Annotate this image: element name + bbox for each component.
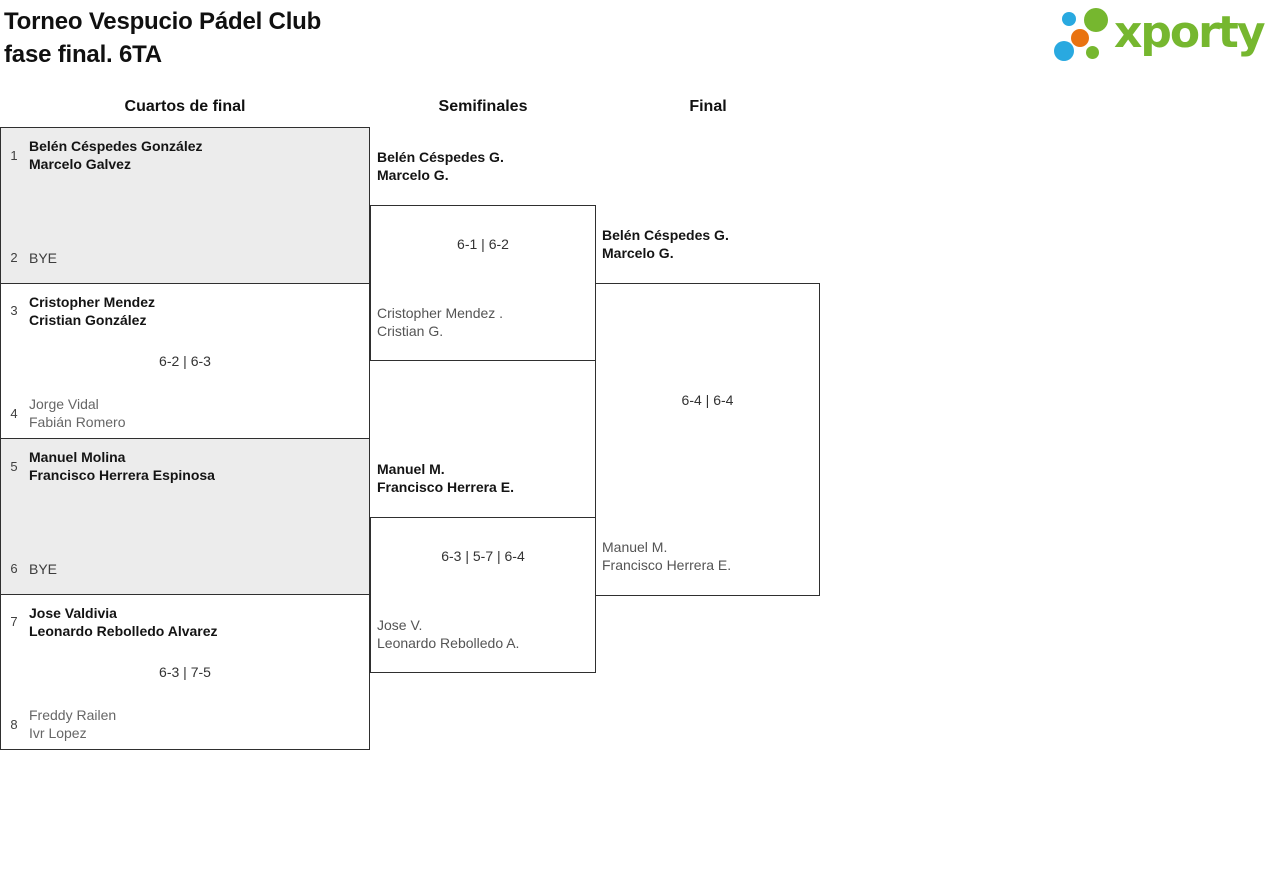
player-name: Manuel Molina bbox=[29, 449, 126, 465]
seed-number: 6 bbox=[10, 561, 18, 576]
player-name: Jose Valdivia bbox=[29, 604, 117, 621]
player-name: Jorge Vidal bbox=[29, 396, 99, 412]
logo-wordmark: xporty bbox=[1114, 7, 1266, 58]
round-header-cuartos: Cuartos de final bbox=[124, 98, 246, 115]
sf1-top-participant: Belén Céspedes G. Marcelo G. bbox=[377, 148, 504, 184]
player-name: Cristopher Mendez bbox=[29, 293, 156, 310]
player-name: Freddy Railen bbox=[29, 707, 117, 723]
round-header-final: Final bbox=[689, 98, 727, 115]
tournament-title: Torneo Vespucio Pádel Club fase final. 6… bbox=[4, 5, 321, 71]
sf2-score: 6-3 | 5-7 | 6-4 bbox=[441, 548, 525, 564]
qf3-bottom-pair: 6 BYE bbox=[7, 551, 363, 587]
player-name: Marcelo G. bbox=[377, 167, 449, 183]
qf-match-4: 7 Jose Valdivia Leonardo Rebolledo Alvar… bbox=[1, 593, 369, 749]
qf-match-2: 3 Cristopher Mendez Cristian González 6-… bbox=[1, 282, 369, 438]
player-name: Belén Céspedes G. bbox=[602, 227, 729, 243]
qf4-top-pair: 7 Jose Valdivia Leonardo Rebolledo Alvar… bbox=[7, 604, 363, 640]
seed-number: 4 bbox=[10, 405, 18, 421]
player-name: Fabián Romero bbox=[29, 414, 126, 430]
qf2-score: 6-2 | 6-3 bbox=[159, 352, 211, 369]
seed-number: 8 bbox=[10, 716, 18, 732]
bye-label: BYE bbox=[29, 249, 58, 266]
xporty-logo[interactable]: xporty bbox=[1050, 4, 1278, 70]
player-name: Belén Céspedes G. bbox=[377, 149, 504, 165]
player-name: Manuel M. bbox=[602, 539, 668, 555]
player-name: Cristian G. bbox=[377, 323, 444, 339]
player-name: Leonardo Rebolledo A. bbox=[377, 635, 520, 651]
final-score: 6-4 | 6-4 bbox=[681, 392, 734, 408]
pair-names: Manuel Molina Francisco Herrera Espinosa bbox=[29, 448, 215, 484]
pair-names: Freddy Railen Ivr Lopez bbox=[29, 706, 116, 742]
sf2-top-participant: Manuel M. Francisco Herrera E. bbox=[377, 460, 514, 496]
final-top-participant: Belén Céspedes G. Marcelo G. bbox=[602, 226, 729, 262]
logo-dot-green-small-icon bbox=[1086, 46, 1099, 59]
player-name: Cristian González bbox=[29, 311, 147, 328]
tournament-title-line2: fase final. 6TA bbox=[4, 41, 162, 68]
player-name: Cristopher Mendez . bbox=[377, 305, 504, 321]
player-name: Belén Céspedes González bbox=[29, 138, 203, 154]
sf1-bottom-participant: Cristopher Mendez . Cristian G. bbox=[377, 304, 503, 340]
sf2-bottom-participant: Jose V. Leonardo Rebolledo A. bbox=[377, 616, 519, 652]
pair-names: Belén Céspedes González Marcelo Galvez bbox=[29, 137, 203, 173]
logo-dot-green-large-icon bbox=[1084, 8, 1108, 32]
player-name: Marcelo G. bbox=[602, 245, 674, 261]
logo-dot-blue-large-icon bbox=[1054, 41, 1074, 61]
sf1-score: 6-1 | 6-2 bbox=[457, 236, 509, 252]
player-name: Manuel M. bbox=[377, 461, 445, 477]
player-name: Marcelo Galvez bbox=[29, 156, 131, 172]
round-header-semifinales: Semifinales bbox=[438, 98, 528, 115]
seed-number: 1 bbox=[10, 147, 18, 163]
qf1-top-pair: 1 Belén Céspedes González Marcelo Galvez bbox=[7, 137, 363, 173]
seed-number: 2 bbox=[10, 250, 18, 265]
qf4-score: 6-3 | 7-5 bbox=[159, 663, 211, 680]
seed-number: 3 bbox=[10, 303, 18, 318]
qf2-top-pair: 3 Cristopher Mendez Cristian González bbox=[7, 293, 363, 329]
player-name: Francisco Herrera E. bbox=[377, 479, 514, 495]
player-name: Jose V. bbox=[377, 617, 423, 633]
quarterfinals-column: 1 Belén Céspedes González Marcelo Galvez… bbox=[0, 127, 370, 750]
logo-dot-orange-icon bbox=[1071, 29, 1089, 47]
qf3-top-pair: 5 Manuel Molina Francisco Herrera Espino… bbox=[7, 448, 363, 484]
final-box bbox=[595, 283, 820, 596]
tournament-title-line1: Torneo Vespucio Pádel Club bbox=[4, 8, 322, 35]
seed-number: 7 bbox=[10, 614, 18, 629]
qf2-bottom-pair: 4 Jorge Vidal Fabián Romero bbox=[7, 395, 363, 431]
pair-names: Cristopher Mendez Cristian González bbox=[29, 293, 155, 329]
player-name: Leonardo Rebolledo Alvarez bbox=[29, 622, 218, 639]
qf4-bottom-pair: 8 Freddy Railen Ivr Lopez bbox=[7, 706, 363, 742]
player-name: Francisco Herrera E. bbox=[602, 557, 732, 573]
pair-names: Jorge Vidal Fabián Romero bbox=[29, 395, 126, 431]
player-name: Francisco Herrera Espinosa bbox=[29, 467, 215, 483]
seed-number: 5 bbox=[10, 458, 18, 474]
logo-dot-blue-small-icon bbox=[1062, 12, 1076, 26]
bye-label: BYE bbox=[29, 560, 58, 577]
qf-match-1: 1 Belén Céspedes González Marcelo Galvez… bbox=[1, 128, 369, 283]
qf-match-3: 5 Manuel Molina Francisco Herrera Espino… bbox=[1, 438, 369, 594]
player-name: Ivr Lopez bbox=[29, 725, 87, 741]
qf1-bottom-pair: 2 BYE bbox=[7, 240, 363, 276]
final-bottom-participant: Manuel M. Francisco Herrera E. bbox=[602, 538, 731, 574]
pair-names: Jose Valdivia Leonardo Rebolledo Alvarez bbox=[29, 604, 218, 640]
